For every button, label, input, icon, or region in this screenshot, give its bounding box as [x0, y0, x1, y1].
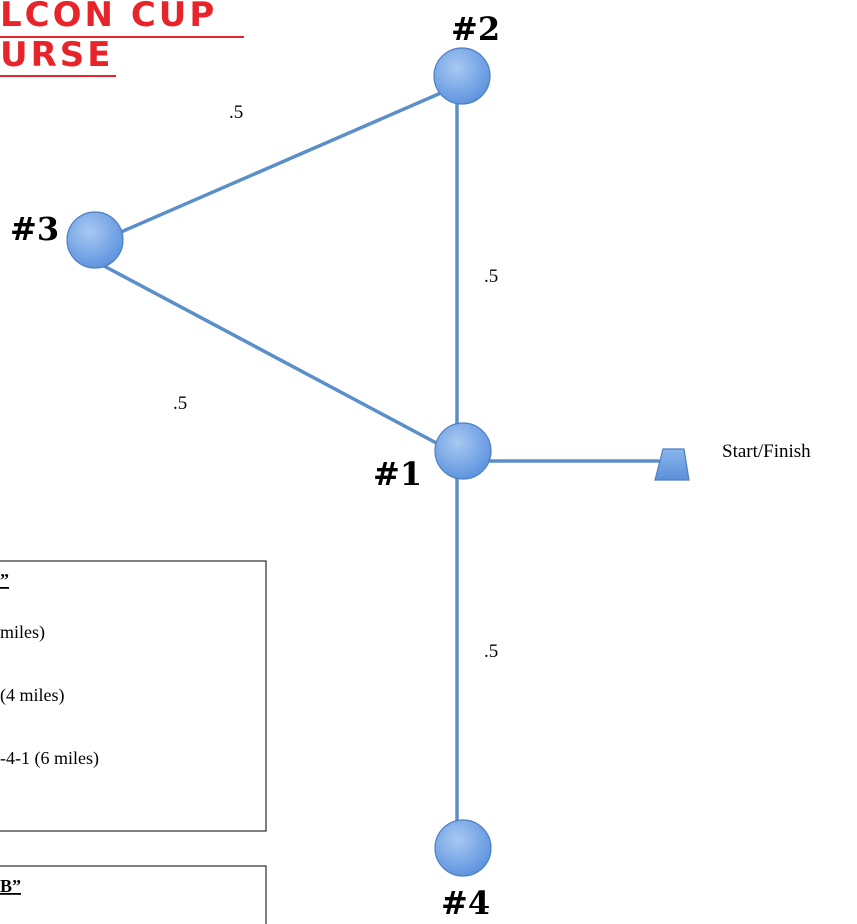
edge-3-1-distance: .5 [173, 393, 187, 414]
title-line-2: URSE [0, 35, 114, 75]
node-1: #1 [373, 422, 492, 493]
start-finish-label: Start/Finish [722, 441, 811, 462]
node-2: #2 [433, 10, 500, 105]
node-1-marker [434, 422, 492, 480]
legend-box-a-frame [0, 560, 267, 832]
course-edges [102, 84, 660, 828]
cone-icon [654, 448, 690, 481]
legend-b-heading: B” [0, 876, 21, 896]
legend-box-a: ” miles) (4 miles) -4-1 (6 miles) [0, 560, 267, 832]
legend-box-b-frame [0, 865, 267, 924]
edge-1-4-distance: .5 [484, 641, 498, 662]
legend-box-b: B” [0, 865, 267, 924]
node-2-label: #2 [451, 10, 500, 48]
node-2-marker [433, 47, 491, 105]
node-4: #4 [434, 819, 492, 922]
course-title: LCON CUP URSE [0, 0, 244, 77]
node-3-label: #3 [10, 210, 59, 248]
edge-2-1-distance: .5 [484, 266, 498, 287]
legend-a-line-2: (4 miles) [0, 685, 65, 706]
title-line-1: LCON CUP [0, 0, 217, 35]
edge-3-2 [119, 84, 459, 234]
legend-a-line-1: miles) [0, 622, 45, 643]
node-3: #3 [10, 210, 124, 269]
legend-a-line-3: -4-1 (6 miles) [0, 748, 99, 769]
legend-a-heading: ” [0, 570, 9, 590]
start-finish-marker: Start/Finish [654, 441, 811, 481]
node-4-marker [434, 819, 492, 877]
edge-3-2-distance: .5 [229, 102, 243, 123]
node-3-marker [66, 211, 124, 269]
node-1-label: #1 [373, 455, 422, 493]
edge-3-1 [102, 264, 459, 456]
node-4-label: #4 [441, 884, 490, 922]
